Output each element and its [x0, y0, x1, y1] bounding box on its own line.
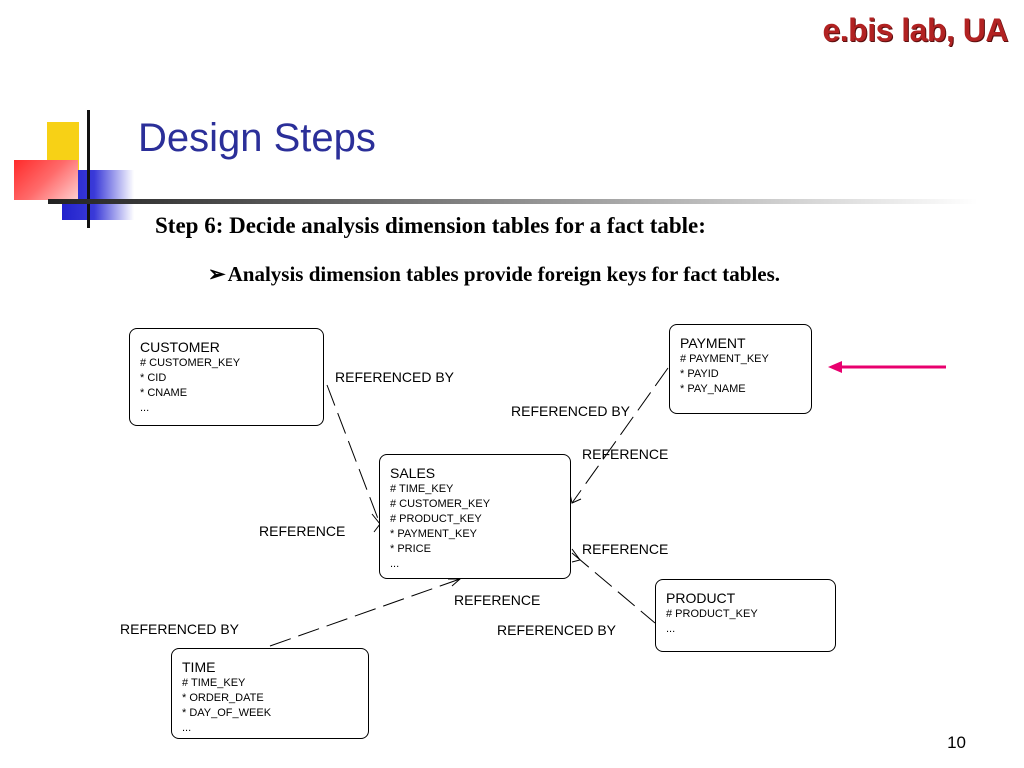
- entity-attr: * PRICE: [390, 543, 431, 555]
- rel-label-customer-reference: REFERENCE: [259, 523, 346, 539]
- product-sales-crowfoot: [571, 548, 581, 563]
- rel-label-product-referenced-by: REFERENCED BY: [497, 622, 617, 638]
- bullet-text: Analysis dimension tables provide foreig…: [227, 262, 781, 286]
- title-underline: [48, 199, 978, 204]
- page-number: 10: [947, 733, 966, 752]
- entity-attr: # CUSTOMER_KEY: [140, 357, 241, 369]
- time-sales-line: [269, 578, 461, 647]
- entity-name: PRODUCT: [666, 590, 736, 606]
- entity-sales: SALES # TIME_KEY # CUSTOMER_KEY # PRODUC…: [379, 454, 571, 579]
- bullet-arrow-icon: ➢: [208, 262, 226, 286]
- entity-attr: * DAY_OF_WEEK: [182, 707, 272, 719]
- entity-attr: * ORDER_DATE: [182, 692, 264, 704]
- slide-title: Design Steps: [138, 116, 376, 160]
- slide-decoration: [0, 100, 140, 230]
- entity-customer: CUSTOMER # CUSTOMER_KEY * CID * CNAME ..…: [129, 328, 324, 426]
- entity-time: TIME # TIME_KEY * ORDER_DATE * DAY_OF_WE…: [171, 648, 369, 739]
- entity-attr: * PAY_NAME: [680, 383, 746, 395]
- entity-attr: * CNAME: [140, 387, 188, 399]
- customer-sales-line: [326, 384, 381, 525]
- entity-attr: * CID: [140, 372, 167, 384]
- entity-name: TIME: [182, 659, 216, 675]
- entity-attr: ...: [182, 722, 192, 734]
- product-sales-line: [571, 552, 656, 624]
- step-heading: Step 6: Decide analysis dimension tables…: [155, 213, 706, 238]
- rel-label-payment-referenced-by: REFERENCED BY: [511, 403, 631, 419]
- rel-label-product-reference: REFERENCE: [582, 541, 669, 557]
- rel-label-time-reference: REFERENCE: [454, 592, 541, 608]
- entity-attr: ...: [140, 402, 150, 414]
- entity-attr: # PAYMENT_KEY: [680, 353, 769, 365]
- time-sales-crowfoot: [448, 578, 462, 587]
- entity-attr: ...: [666, 623, 676, 635]
- rel-label-payment-reference: REFERENCE: [582, 446, 669, 462]
- entity-attr: * PAYID: [680, 368, 719, 380]
- entity-attr: # PRODUCT_KEY: [390, 513, 482, 525]
- entity-name: CUSTOMER: [140, 339, 220, 355]
- entity-payment: PAYMENT # PAYMENT_KEY * PAYID * PAY_NAME: [669, 324, 812, 414]
- entity-attr: * PAYMENT_KEY: [390, 528, 478, 540]
- pink-pointer-arrow-icon: [828, 361, 946, 373]
- rel-label-customer-referenced-by: REFERENCED BY: [335, 369, 455, 385]
- entity-product: PRODUCT # PRODUCT_KEY ...: [655, 579, 836, 652]
- vertical-rule: [87, 110, 90, 228]
- entity-attr: # TIME_KEY: [182, 677, 246, 689]
- entity-attr: ...: [390, 558, 400, 570]
- entity-attr: # CUSTOMER_KEY: [390, 498, 491, 510]
- entity-attr: # TIME_KEY: [390, 483, 454, 495]
- entity-name: PAYMENT: [680, 335, 746, 351]
- bullet-line: ➢Analysis dimension tables provide forei…: [208, 262, 780, 287]
- entity-attr: # PRODUCT_KEY: [666, 608, 758, 620]
- rel-label-time-referenced-by: REFERENCED BY: [120, 621, 240, 637]
- brand-logo: e.bis lab, UA: [822, 12, 1008, 48]
- payment-sales-line: [571, 367, 669, 504]
- entity-name: SALES: [390, 465, 436, 481]
- red-square: [14, 160, 78, 200]
